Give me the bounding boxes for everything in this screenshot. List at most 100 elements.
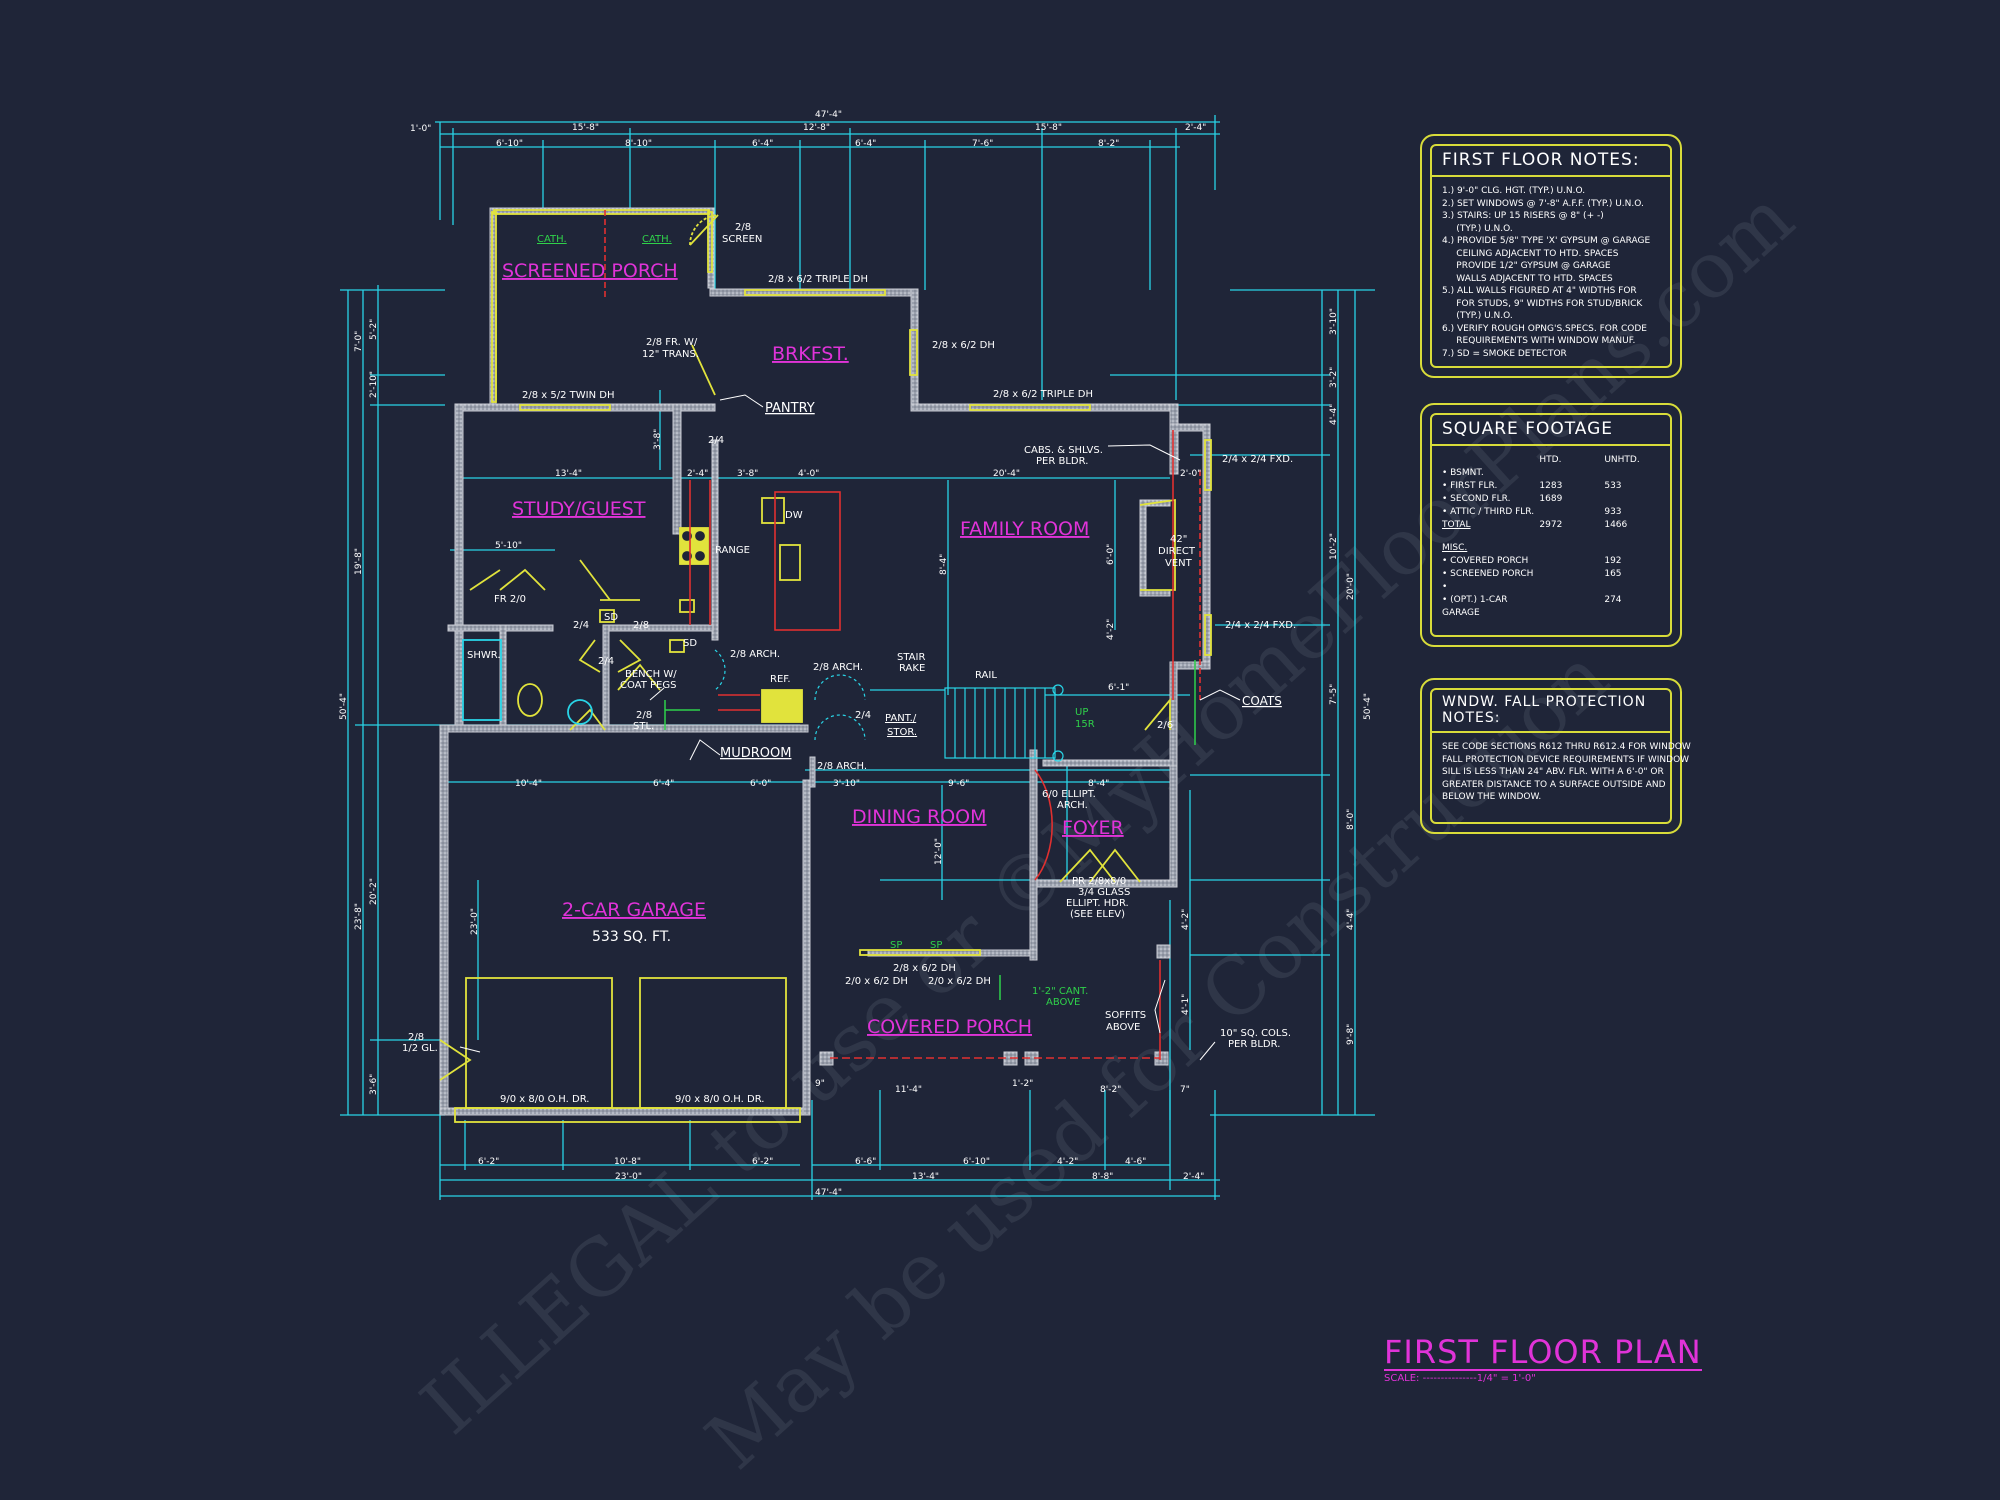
svg-text:2/0 x 6/2 DH: 2/0 x 6/2 DH bbox=[845, 976, 908, 987]
svg-text:CATH.: CATH. bbox=[537, 234, 567, 245]
svg-text:2/6: 2/6 bbox=[1157, 720, 1173, 731]
svg-text:3'-10": 3'-10" bbox=[833, 779, 860, 789]
svg-text:PER BLDR.: PER BLDR. bbox=[1228, 1039, 1280, 1050]
note-line: CEILING ADJACENT TO HTD. SPACES bbox=[1442, 248, 1619, 259]
svg-text:SHWR.: SHWR. bbox=[467, 650, 501, 661]
svg-text:BENCH W/: BENCH W/ bbox=[625, 669, 677, 680]
svg-text:2/4: 2/4 bbox=[598, 656, 614, 667]
svg-text:1'-2" CANT.: 1'-2" CANT. bbox=[1032, 986, 1088, 997]
svg-text:8'-2": 8'-2" bbox=[1098, 139, 1119, 149]
svg-text:DW: DW bbox=[785, 510, 803, 521]
svg-text:12'-0": 12'-0" bbox=[934, 838, 944, 865]
svg-text:2/8 ARCH.: 2/8 ARCH. bbox=[730, 649, 780, 660]
svg-text:4'-4": 4'-4" bbox=[1346, 909, 1356, 930]
garage-sqft: 533 SQ. FT. bbox=[592, 929, 671, 945]
square-footage-title: SQUARE FOOTAGE bbox=[1432, 419, 1670, 446]
svg-text:2/8 x 5/2 TWIN DH: 2/8 x 5/2 TWIN DH bbox=[522, 390, 614, 401]
svg-text:12'-8": 12'-8" bbox=[803, 123, 830, 133]
svg-text:VENT: VENT bbox=[1165, 558, 1193, 569]
svg-text:2/8 ARCH.: 2/8 ARCH. bbox=[817, 761, 867, 772]
annotation-labels: 2/8 SCREEN 2/8 x 6/2 TRIPLE DH 2/8 x 6/2… bbox=[402, 222, 1296, 1105]
svg-text:9'-8": 9'-8" bbox=[1346, 1024, 1356, 1045]
svg-text:12" TRANS.: 12" TRANS. bbox=[642, 349, 699, 360]
svg-text:4'-2": 4'-2" bbox=[1106, 619, 1116, 640]
svg-text:FR 2/0: FR 2/0 bbox=[494, 594, 526, 605]
plan-title: FIRST FLOOR PLAN bbox=[1384, 1333, 1702, 1371]
svg-text:2/8 x 6/2 TRIPLE DH: 2/8 x 6/2 TRIPLE DH bbox=[993, 389, 1093, 400]
note-line: 1.) 9'-0" CLG. HGT. (TYP.) U.N.O. bbox=[1442, 186, 1586, 196]
svg-text:ABOVE: ABOVE bbox=[1046, 997, 1080, 1008]
svg-text:7'-0": 7'-0" bbox=[354, 331, 364, 352]
svg-text:RANGE: RANGE bbox=[715, 545, 750, 556]
room-names: SCREENED PORCH BRKFST. STUDY/GUEST FAMIL… bbox=[502, 260, 1124, 1038]
svg-text:10" SQ. COLS.: 10" SQ. COLS. bbox=[1220, 1028, 1291, 1039]
svg-text:2/0 x 6/2 DH: 2/0 x 6/2 DH bbox=[928, 976, 991, 987]
note-line: FOR STUDS, 9" WIDTHS FOR STUD/BRICK bbox=[1442, 298, 1643, 309]
svg-text:4'-2": 4'-2" bbox=[1181, 909, 1191, 930]
room-screened-porch: SCREENED PORCH bbox=[502, 260, 678, 282]
svg-text:3/4 GLASS: 3/4 GLASS bbox=[1078, 887, 1130, 898]
svg-text:2/4 x 2/4 FXD.: 2/4 x 2/4 FXD. bbox=[1222, 454, 1293, 465]
svg-text:15R: 15R bbox=[1075, 719, 1095, 730]
room-family: FAMILY ROOM bbox=[960, 518, 1089, 540]
svg-text:47'-4": 47'-4" bbox=[815, 110, 842, 120]
svg-text:6'-6": 6'-6" bbox=[855, 1157, 876, 1167]
svg-text:20'-4": 20'-4" bbox=[993, 469, 1020, 479]
square-footage-panel: SQUARE FOOTAGE HTD.UNHTD. • BSMNT. • FIR… bbox=[1420, 403, 1682, 647]
sqft-misc-row: • bbox=[1442, 582, 1448, 592]
svg-text:STL.: STL. bbox=[633, 721, 654, 732]
svg-text:5'-10": 5'-10" bbox=[495, 541, 522, 551]
svg-text:2/8: 2/8 bbox=[633, 620, 649, 631]
room-dining: DINING ROOM bbox=[852, 806, 987, 828]
room-mudroom: MUDROOM bbox=[720, 746, 791, 761]
svg-text:4'-4": 4'-4" bbox=[1329, 404, 1339, 425]
svg-text:10'-8": 10'-8" bbox=[614, 1157, 641, 1167]
svg-text:15'-8": 15'-8" bbox=[572, 123, 599, 133]
svg-text:PR 2/8x8/0: PR 2/8x8/0 bbox=[1072, 876, 1126, 887]
svg-text:20'-2": 20'-2" bbox=[369, 878, 379, 905]
plan-scale: SCALE: ---------------1/4" = 1'-0" bbox=[1384, 1373, 1536, 1384]
fall-note-line: SILL IS LESS THAN 24" ABV. FLR. WITH A 6… bbox=[1442, 767, 1664, 777]
sqft-row: • SECOND FLR.1689 bbox=[1442, 494, 1563, 504]
note-line: PROVIDE 1/2" GYPSUM @ GARAGE bbox=[1442, 261, 1611, 271]
svg-text:50'-4": 50'-4" bbox=[1363, 693, 1373, 720]
svg-text:3'-10": 3'-10" bbox=[1329, 308, 1339, 335]
svg-text:2/4: 2/4 bbox=[708, 435, 724, 446]
svg-text:(SEE ELEV): (SEE ELEV) bbox=[1070, 909, 1125, 920]
fall-note-line: BELOW THE WINDOW. bbox=[1442, 792, 1542, 802]
svg-text:19'-8": 19'-8" bbox=[354, 548, 364, 575]
svg-text:SD: SD bbox=[604, 612, 618, 623]
svg-text:2/8: 2/8 bbox=[636, 710, 652, 721]
svg-text:47'-4": 47'-4" bbox=[815, 1188, 842, 1198]
first-floor-notes-panel: FIRST FLOOR NOTES: 1.) 9'-0" CLG. HGT. (… bbox=[1420, 134, 1682, 378]
note-line: 2.) SET WINDOWS @ 7'-8" A.F.F. (TYP.) U.… bbox=[1442, 198, 1644, 209]
fall-note-line: FALL PROTECTION DEVICE REQUIREMENTS IF W… bbox=[1442, 754, 1690, 765]
svg-text:8'-4": 8'-4" bbox=[1088, 779, 1109, 789]
svg-text:2/8: 2/8 bbox=[408, 1032, 424, 1043]
svg-text:7": 7" bbox=[1180, 1085, 1190, 1095]
dimension-text: 47'-4" 1'-0" 15'-8" 12'-8" 15'-8" 2'-4" … bbox=[410, 110, 1206, 1198]
svg-text:23'-0": 23'-0" bbox=[470, 908, 480, 935]
svg-text:6'-0": 6'-0" bbox=[1106, 544, 1116, 565]
room-pantry: PANTRY bbox=[765, 401, 815, 416]
svg-text:2'-4": 2'-4" bbox=[1183, 1172, 1204, 1182]
stair bbox=[714, 649, 1064, 762]
svg-text:PANT./: PANT./ bbox=[885, 713, 917, 724]
svg-text:CABS. & SHLVS.: CABS. & SHLVS. bbox=[1024, 445, 1103, 456]
room-covered-porch: COVERED PORCH bbox=[867, 1016, 1032, 1038]
svg-text:9": 9" bbox=[815, 1079, 825, 1089]
first-floor-notes-title: FIRST FLOOR NOTES: bbox=[1432, 150, 1670, 177]
svg-text:7'-5": 7'-5" bbox=[1329, 684, 1339, 705]
green-labels: CATH. CATH. UP 15R SP SP 1'-2" CANT. ABO… bbox=[537, 234, 1095, 1008]
svg-text:CATH.: CATH. bbox=[642, 234, 672, 245]
note-line: 7.) SD = SMOKE DETECTOR bbox=[1442, 348, 1567, 359]
leader-lines bbox=[459, 394, 1241, 1061]
note-line: (TYP.) U.N.O. bbox=[1442, 311, 1513, 321]
svg-text:23'-8": 23'-8" bbox=[354, 903, 364, 930]
svg-text:SOFFITS: SOFFITS bbox=[1105, 1010, 1146, 1021]
svg-text:1/2 GL.: 1/2 GL. bbox=[402, 1043, 438, 1054]
note-line: WALLS ADJACENT TO HTD. SPACES bbox=[1442, 273, 1613, 284]
svg-text:2/8 ARCH.: 2/8 ARCH. bbox=[813, 662, 863, 673]
